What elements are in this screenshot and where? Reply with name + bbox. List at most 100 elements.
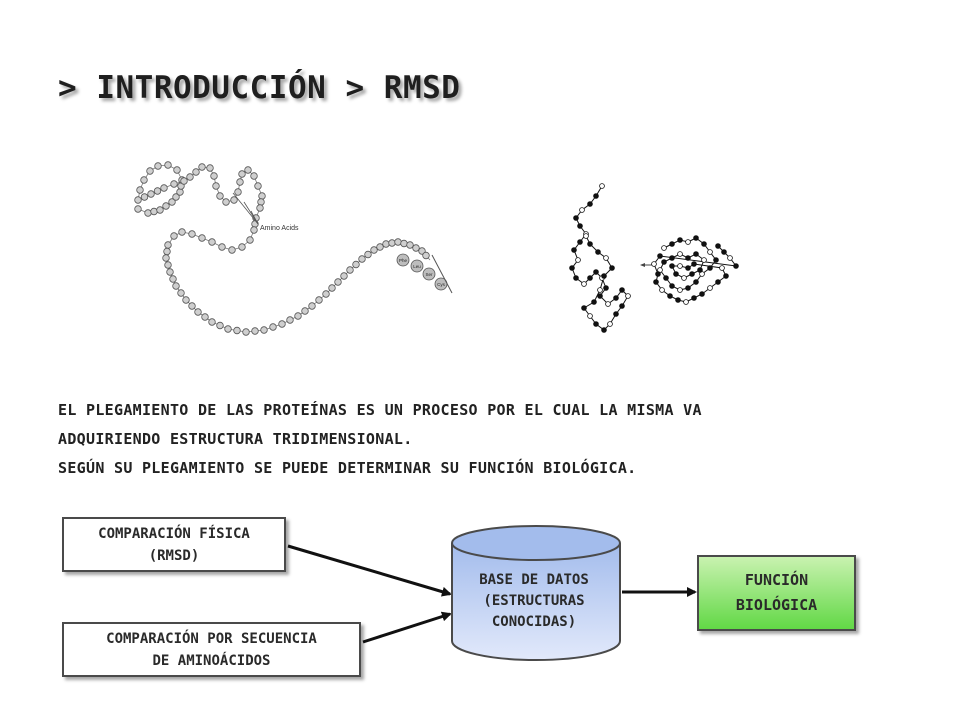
residue-leu: Leu xyxy=(410,259,424,273)
residue-dot xyxy=(593,193,599,199)
residue-dot xyxy=(577,239,583,245)
residue-dot xyxy=(573,215,579,221)
residue-dot xyxy=(697,267,703,273)
amino-acid-bead xyxy=(166,268,174,276)
amino-acid-bead xyxy=(162,202,170,210)
residue-dot xyxy=(691,261,697,267)
slide-title: > INTRODUCCIÓN > RMSD xyxy=(58,70,461,106)
residue-dot xyxy=(675,297,681,303)
amino-acid-bead xyxy=(153,187,162,195)
sequence-comparison-box: COMPARACIÓN POR SECUENCIA DE AMINOÁCIDOS xyxy=(62,622,361,677)
residue-dot xyxy=(685,255,691,261)
residue-dot xyxy=(583,233,589,239)
amino-acid-bead xyxy=(246,236,254,244)
amino-acid-bead xyxy=(168,198,176,206)
residue-dot xyxy=(669,255,675,261)
residue-dot xyxy=(669,263,675,269)
description-line-3: SEGÚN SU PLEGAMIENTO SE PUEDE DETERMINAR… xyxy=(58,459,637,477)
amino-acid-bead xyxy=(308,302,316,310)
amino-acid-bead xyxy=(260,326,268,334)
residue-dot xyxy=(577,223,583,229)
amino-acid-bead xyxy=(244,166,252,174)
amino-acid-bead xyxy=(228,246,236,254)
amino-acid-bead xyxy=(334,278,342,286)
residue-dot xyxy=(673,271,679,277)
amino-acid-chain-figure: Amino Acids Phe Leu Ser Cys xyxy=(134,161,453,336)
residue-dot xyxy=(659,287,665,293)
amino-acid-bead xyxy=(340,272,348,280)
amino-acid-bead xyxy=(278,320,286,328)
residue-dot xyxy=(587,241,593,247)
residue-dot xyxy=(651,261,657,267)
residue-dot xyxy=(661,259,667,265)
description-paragraph: EL PLEGAMIENTO DE LAS PROTEÍNAS ES UN PR… xyxy=(58,396,918,483)
folding-arrow xyxy=(640,263,653,267)
residue-dot xyxy=(715,279,721,285)
amino-acid-bead xyxy=(186,173,194,181)
residue-dot xyxy=(723,273,729,279)
svg-text:Ser: Ser xyxy=(425,272,433,277)
residue-dot xyxy=(701,257,707,263)
residue-dot xyxy=(597,293,603,299)
residue-dot xyxy=(733,263,739,269)
description-line-1: EL PLEGAMIENTO DE LAS PROTEÍNAS ES UN PR… xyxy=(58,401,702,419)
residue-dot xyxy=(683,299,689,305)
residue-dot xyxy=(593,321,599,327)
amino-acid-bead xyxy=(251,327,259,335)
amino-acid-bead xyxy=(198,163,206,171)
amino-acid-bead xyxy=(212,182,220,190)
amino-acid-bead xyxy=(208,238,216,246)
residue-dot xyxy=(677,237,683,243)
amino-acid-bead xyxy=(406,241,414,249)
residue-dot xyxy=(677,251,683,257)
residue-dot xyxy=(693,251,699,257)
amino-acid-bead xyxy=(178,228,186,236)
amino-acid-bead xyxy=(346,266,354,274)
biological-function-box: FUNCIÓN BIOLÓGICA xyxy=(697,555,856,631)
amino-acid-bead xyxy=(188,302,196,310)
amino-acid-bead xyxy=(222,198,230,206)
amino-acid-bead xyxy=(210,172,218,180)
amino-acid-bead xyxy=(146,167,154,175)
amino-acid-bead xyxy=(170,180,178,188)
amino-acid-bead xyxy=(254,182,262,190)
residue-dot xyxy=(691,295,697,301)
residue-dot xyxy=(653,279,659,285)
amino-acid-bead xyxy=(192,168,200,176)
amino-acid-bead xyxy=(286,316,294,324)
amino-acid-bead xyxy=(269,323,277,331)
amino-acid-bead xyxy=(169,275,177,283)
residue-dot xyxy=(575,257,581,263)
chain-end-marker xyxy=(431,254,453,294)
amino-acid-bead xyxy=(216,321,224,330)
physical-comparison-box: COMPARACIÓN FÍSICA (RMSD) xyxy=(62,517,286,572)
amino-acid-bead xyxy=(147,190,155,198)
arrow-physical-to-db xyxy=(287,544,452,597)
residue-dot xyxy=(609,265,615,271)
amino-acid-bead xyxy=(177,289,185,297)
residue-dot xyxy=(685,285,691,291)
residue-ser: Ser xyxy=(422,267,436,281)
residue-dot xyxy=(707,265,713,271)
residue-dot xyxy=(607,321,613,327)
residue-dot xyxy=(685,239,691,245)
amino-acid-bead xyxy=(364,250,372,259)
residue-dot xyxy=(619,287,625,293)
residue-dot xyxy=(681,275,687,281)
residue-dot xyxy=(625,293,631,299)
amino-acid-bead xyxy=(156,206,164,214)
amino-acid-bead xyxy=(250,226,258,234)
amino-acid-bead xyxy=(164,161,172,169)
residue-dot xyxy=(669,283,675,289)
residue-dot xyxy=(599,183,605,189)
amino-acid-bead xyxy=(294,312,302,320)
residue-dot xyxy=(569,265,575,271)
amino-acid-bead xyxy=(172,282,180,290)
residue-dot xyxy=(713,257,719,263)
amino-acid-bead xyxy=(188,230,196,238)
amino-acid-bead xyxy=(301,307,309,315)
residue-dot xyxy=(597,287,603,293)
amino-acid-bead xyxy=(218,243,226,251)
amino-acid-bead xyxy=(233,326,241,335)
amino-acid-bead xyxy=(182,296,190,304)
